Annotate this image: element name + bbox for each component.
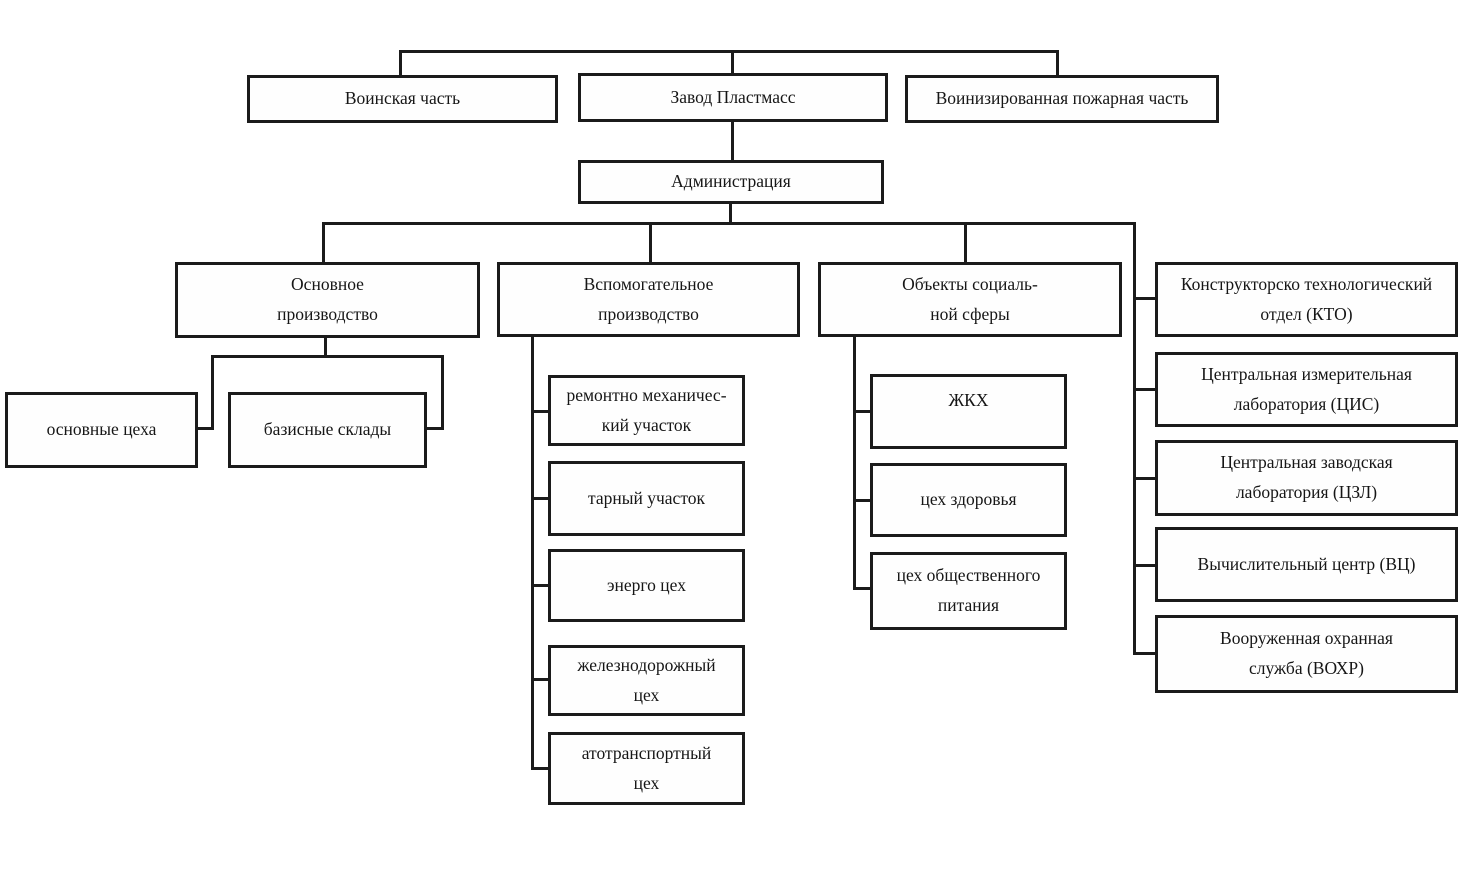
connector-line (322, 222, 1136, 225)
connector-line (1133, 388, 1155, 391)
connector-line (853, 410, 870, 413)
connector-line (731, 122, 734, 162)
connector-line (399, 50, 1059, 53)
connector-line (731, 50, 734, 75)
connector-line (1056, 50, 1059, 77)
node-repair-mechanical-section: ремонтно механичес- кий участок (548, 375, 745, 446)
node-social-objects: Объекты социаль- ной сферы (818, 262, 1122, 337)
node-main-production: Основное производство (175, 262, 480, 338)
connector-line (399, 50, 402, 77)
connector-line (531, 410, 548, 413)
node-fire-unit: Воинизированная пожарная часть (905, 75, 1219, 123)
node-plastics-plant: Завод Пластмасс (578, 73, 888, 122)
node-base-warehouses: базисные склады (228, 392, 427, 468)
node-armed-guard-service: Вооруженная охранная служба (ВОХР) (1155, 615, 1458, 693)
node-administration: Администрация (578, 160, 884, 204)
node-central-measuring-lab: Центральная измерительная лаборатория (Ц… (1155, 352, 1458, 427)
connector-line (964, 222, 967, 264)
connector-line (853, 337, 856, 590)
connector-line (649, 222, 652, 264)
connector-line (322, 222, 325, 264)
connector-line (211, 355, 444, 358)
connector-line (1133, 222, 1136, 655)
connector-line (531, 584, 548, 587)
connector-line (531, 767, 548, 770)
node-computing-center: Вычислительный центр (ВЦ) (1155, 527, 1458, 602)
connector-line (531, 497, 548, 500)
node-design-tech-dept: Конструкторско технологический отдел (КТ… (1155, 262, 1458, 337)
connector-line (1133, 297, 1155, 300)
connector-line (324, 337, 327, 358)
node-auto-transport-shop: атотранспортный цех (548, 732, 745, 805)
node-zhkh: ЖКХ (870, 374, 1067, 449)
connector-line (853, 499, 870, 502)
node-catering-shop: цех общественного питания (870, 552, 1067, 630)
connector-line (425, 427, 444, 430)
node-container-section: тарный участок (548, 461, 745, 536)
node-military-unit: Воинская часть (247, 75, 558, 123)
connector-line (853, 587, 870, 590)
connector-line (531, 678, 548, 681)
node-auxiliary-production: Вспомогательное производство (497, 262, 800, 337)
node-energy-shop: энерго цех (548, 549, 745, 622)
node-railway-shop: железнодорожный цех (548, 645, 745, 716)
connector-line (1133, 477, 1155, 480)
connector-line (531, 337, 534, 770)
node-health-shop: цех здоровья (870, 463, 1067, 537)
connector-line (211, 355, 214, 430)
connector-line (441, 355, 444, 430)
connector-line (729, 204, 732, 225)
connector-line (1133, 652, 1155, 655)
connector-line (196, 427, 214, 430)
node-central-plant-lab: Центральная заводская лаборатория (ЦЗЛ) (1155, 440, 1458, 516)
node-main-shops: основные цеха (5, 392, 198, 468)
connector-line (1133, 564, 1155, 567)
